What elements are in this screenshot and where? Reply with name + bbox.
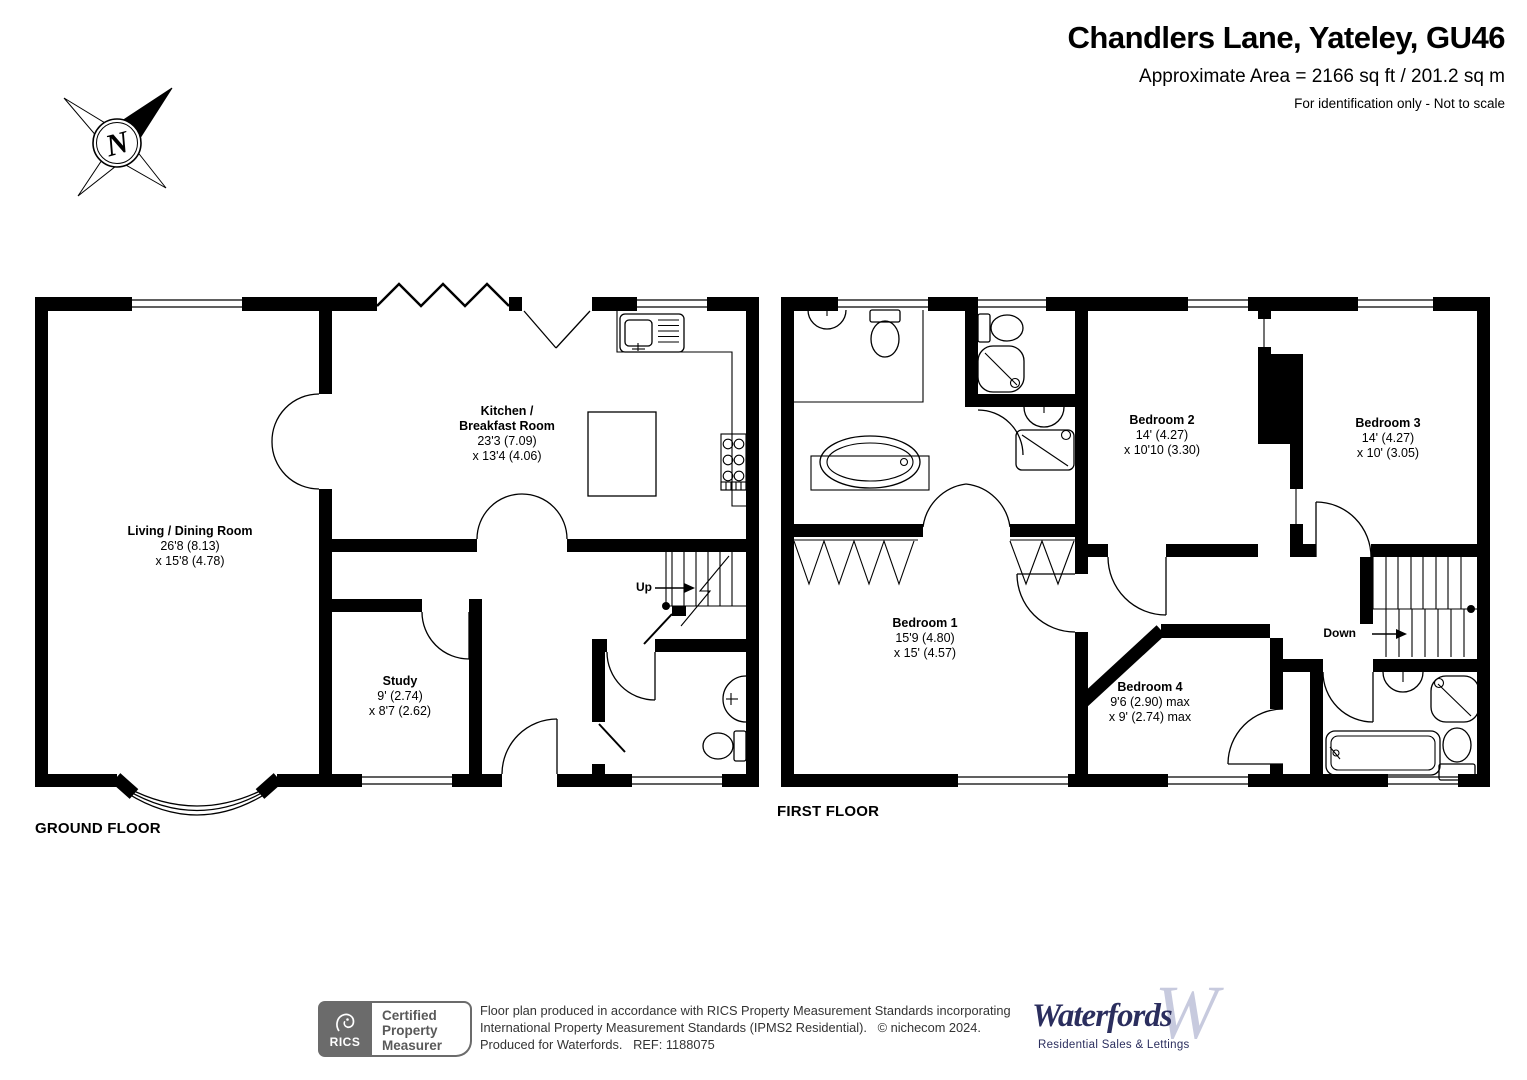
wc-sink-icon bbox=[722, 675, 747, 723]
room-label-study: Study 9' (2.74) x 8'7 (2.62) bbox=[300, 674, 500, 719]
kitchen-sink-icon bbox=[619, 313, 685, 353]
room-dim: 14' (4.27) bbox=[1135, 428, 1189, 442]
header: Chandlers Lane, Yateley, GU46 Approximat… bbox=[1068, 20, 1506, 111]
room-label-bedroom4: Bedroom 4 9'6 (2.90) max x 9' (2.74) max bbox=[1050, 680, 1250, 725]
door-arcs bbox=[977, 409, 1374, 765]
room-name: Bedroom 2 bbox=[1129, 413, 1195, 427]
wardrobe-icon bbox=[793, 483, 1075, 586]
bathroom-sink-icon bbox=[1382, 658, 1424, 693]
approximate-area: Approximate Area = 2166 sq ft / 201.2 sq… bbox=[1139, 66, 1505, 87]
room-name: Bedroom 1 bbox=[892, 616, 958, 630]
room-dim: 14' (4.27) bbox=[1361, 431, 1415, 445]
room-dim: 9'6 (2.90) max bbox=[1110, 695, 1190, 709]
cert-line: Property bbox=[382, 1023, 438, 1038]
waterfords-logo: W Waterfords Residential Sales & Letting… bbox=[1030, 971, 1220, 1062]
room-label-bedroom1: Bedroom 1 15'9 (4.80) x 15' (4.57) bbox=[825, 616, 1025, 661]
room-dim: 26'8 (8.13) bbox=[160, 539, 220, 553]
shower-room-sink-icon bbox=[1023, 398, 1065, 428]
room-dim: 15'9 (4.80) bbox=[895, 631, 955, 645]
room-name: Kitchen / bbox=[480, 404, 534, 418]
windows bbox=[132, 299, 722, 785]
room-dim: x 15' (4.57) bbox=[893, 646, 957, 660]
bathroom-shower-icon bbox=[1430, 675, 1480, 723]
floor-label-ground: GROUND FLOOR bbox=[35, 820, 161, 837]
rics-cert-text: Certified Property Measurer bbox=[372, 1001, 472, 1057]
floor-label-first: FIRST FLOOR bbox=[777, 803, 880, 820]
stairs-icon bbox=[1372, 557, 1477, 657]
door-arcs bbox=[421, 611, 673, 775]
room-dim: x 10' (3.05) bbox=[1356, 446, 1420, 460]
bathroom-toilet-icon bbox=[1438, 727, 1476, 781]
walls bbox=[35, 297, 759, 787]
stairs-up-label: Up bbox=[636, 580, 652, 594]
kitchen-counter bbox=[616, 311, 746, 507]
up-arrow-icon bbox=[684, 583, 695, 593]
room-name: Living / Dining Room bbox=[127, 524, 253, 538]
room-dim: x 9' (2.74) max bbox=[1108, 710, 1192, 724]
footer-note: Floor plan produced in accordance with R… bbox=[480, 1002, 1040, 1053]
room-dim: 23'3 (7.09) bbox=[477, 434, 537, 448]
compass-icon: N bbox=[63, 87, 173, 197]
bath-icon bbox=[810, 435, 930, 491]
rics-crest-icon bbox=[336, 1013, 355, 1031]
stairs-down-label: Down bbox=[1323, 626, 1356, 640]
room-name: Bedroom 4 bbox=[1117, 680, 1183, 694]
room-dim: x 8'7 (2.62) bbox=[368, 704, 432, 718]
room-name: Study bbox=[382, 674, 418, 688]
stairs-icon bbox=[655, 552, 746, 627]
waterfords-name: Waterfords bbox=[1032, 998, 1173, 1034]
room-dim: x 10'10 (3.30) bbox=[1123, 443, 1201, 457]
ensuite-sink-icon bbox=[807, 302, 847, 330]
square-shower-icon bbox=[1015, 429, 1075, 471]
double-door-arcs bbox=[271, 393, 568, 540]
rics-badge: RICS Certified Property Measurer bbox=[318, 1001, 472, 1057]
footer-note-line2: International Property Measurement Stand… bbox=[480, 1020, 981, 1035]
shower-room-toilet-icon bbox=[977, 313, 1024, 343]
room-label-kitchen: Kitchen / Breakfast Room 23'3 (7.09) x 1… bbox=[407, 404, 607, 464]
room-dim: 9' (2.74) bbox=[377, 689, 423, 703]
hob-icon bbox=[720, 433, 747, 491]
rics-logo: RICS bbox=[318, 1001, 372, 1057]
zigzag-boundary bbox=[376, 282, 510, 308]
ground-floor-plan bbox=[35, 282, 759, 816]
footer-note-line1: Floor plan produced in accordance with R… bbox=[480, 1003, 1011, 1018]
cert-line: Certified bbox=[382, 1008, 437, 1023]
cert-line: Measurer bbox=[382, 1038, 443, 1053]
room-label-bedroom3: Bedroom 3 14' (4.27) x 10' (3.05) bbox=[1288, 416, 1488, 461]
footer-note-line3: Produced for Waterfords. REF: 1188075 bbox=[480, 1037, 715, 1052]
page-title: Chandlers Lane, Yateley, GU46 bbox=[1067, 20, 1506, 55]
first-floor-plan bbox=[781, 297, 1490, 787]
bathroom-bath-icon bbox=[1325, 730, 1441, 776]
ensuite-partition bbox=[794, 310, 924, 403]
down-arrow-icon bbox=[1396, 629, 1407, 639]
wc-toilet-icon bbox=[702, 730, 747, 762]
kitchen-island bbox=[587, 411, 657, 497]
room-label-bedroom2: Bedroom 2 14' (4.27) x 10'10 (3.30) bbox=[1062, 413, 1262, 458]
waterfords-monogram: W bbox=[1154, 971, 1218, 1055]
rics-org: RICS bbox=[329, 1034, 361, 1049]
room-dim: x 15'8 (4.78) bbox=[155, 554, 225, 568]
windows bbox=[838, 299, 1458, 785]
ensuite-toilet-icon bbox=[869, 309, 901, 358]
corner-shower-icon bbox=[977, 345, 1025, 393]
french-doors bbox=[523, 310, 591, 349]
room-name: Bedroom 3 bbox=[1355, 416, 1421, 430]
waterfords-tagline: Residential Sales & Lettings bbox=[1038, 1039, 1190, 1051]
chamfer-wall bbox=[1078, 625, 1166, 707]
disclaimer: For identification only - Not to scale bbox=[1294, 96, 1505, 111]
room-dim: x 13'4 (4.06) bbox=[472, 449, 542, 463]
room-name: Breakfast Room bbox=[459, 419, 555, 433]
room-label-living: Living / Dining Room 26'8 (8.13) x 15'8 … bbox=[90, 524, 290, 569]
bay-window bbox=[111, 773, 283, 816]
